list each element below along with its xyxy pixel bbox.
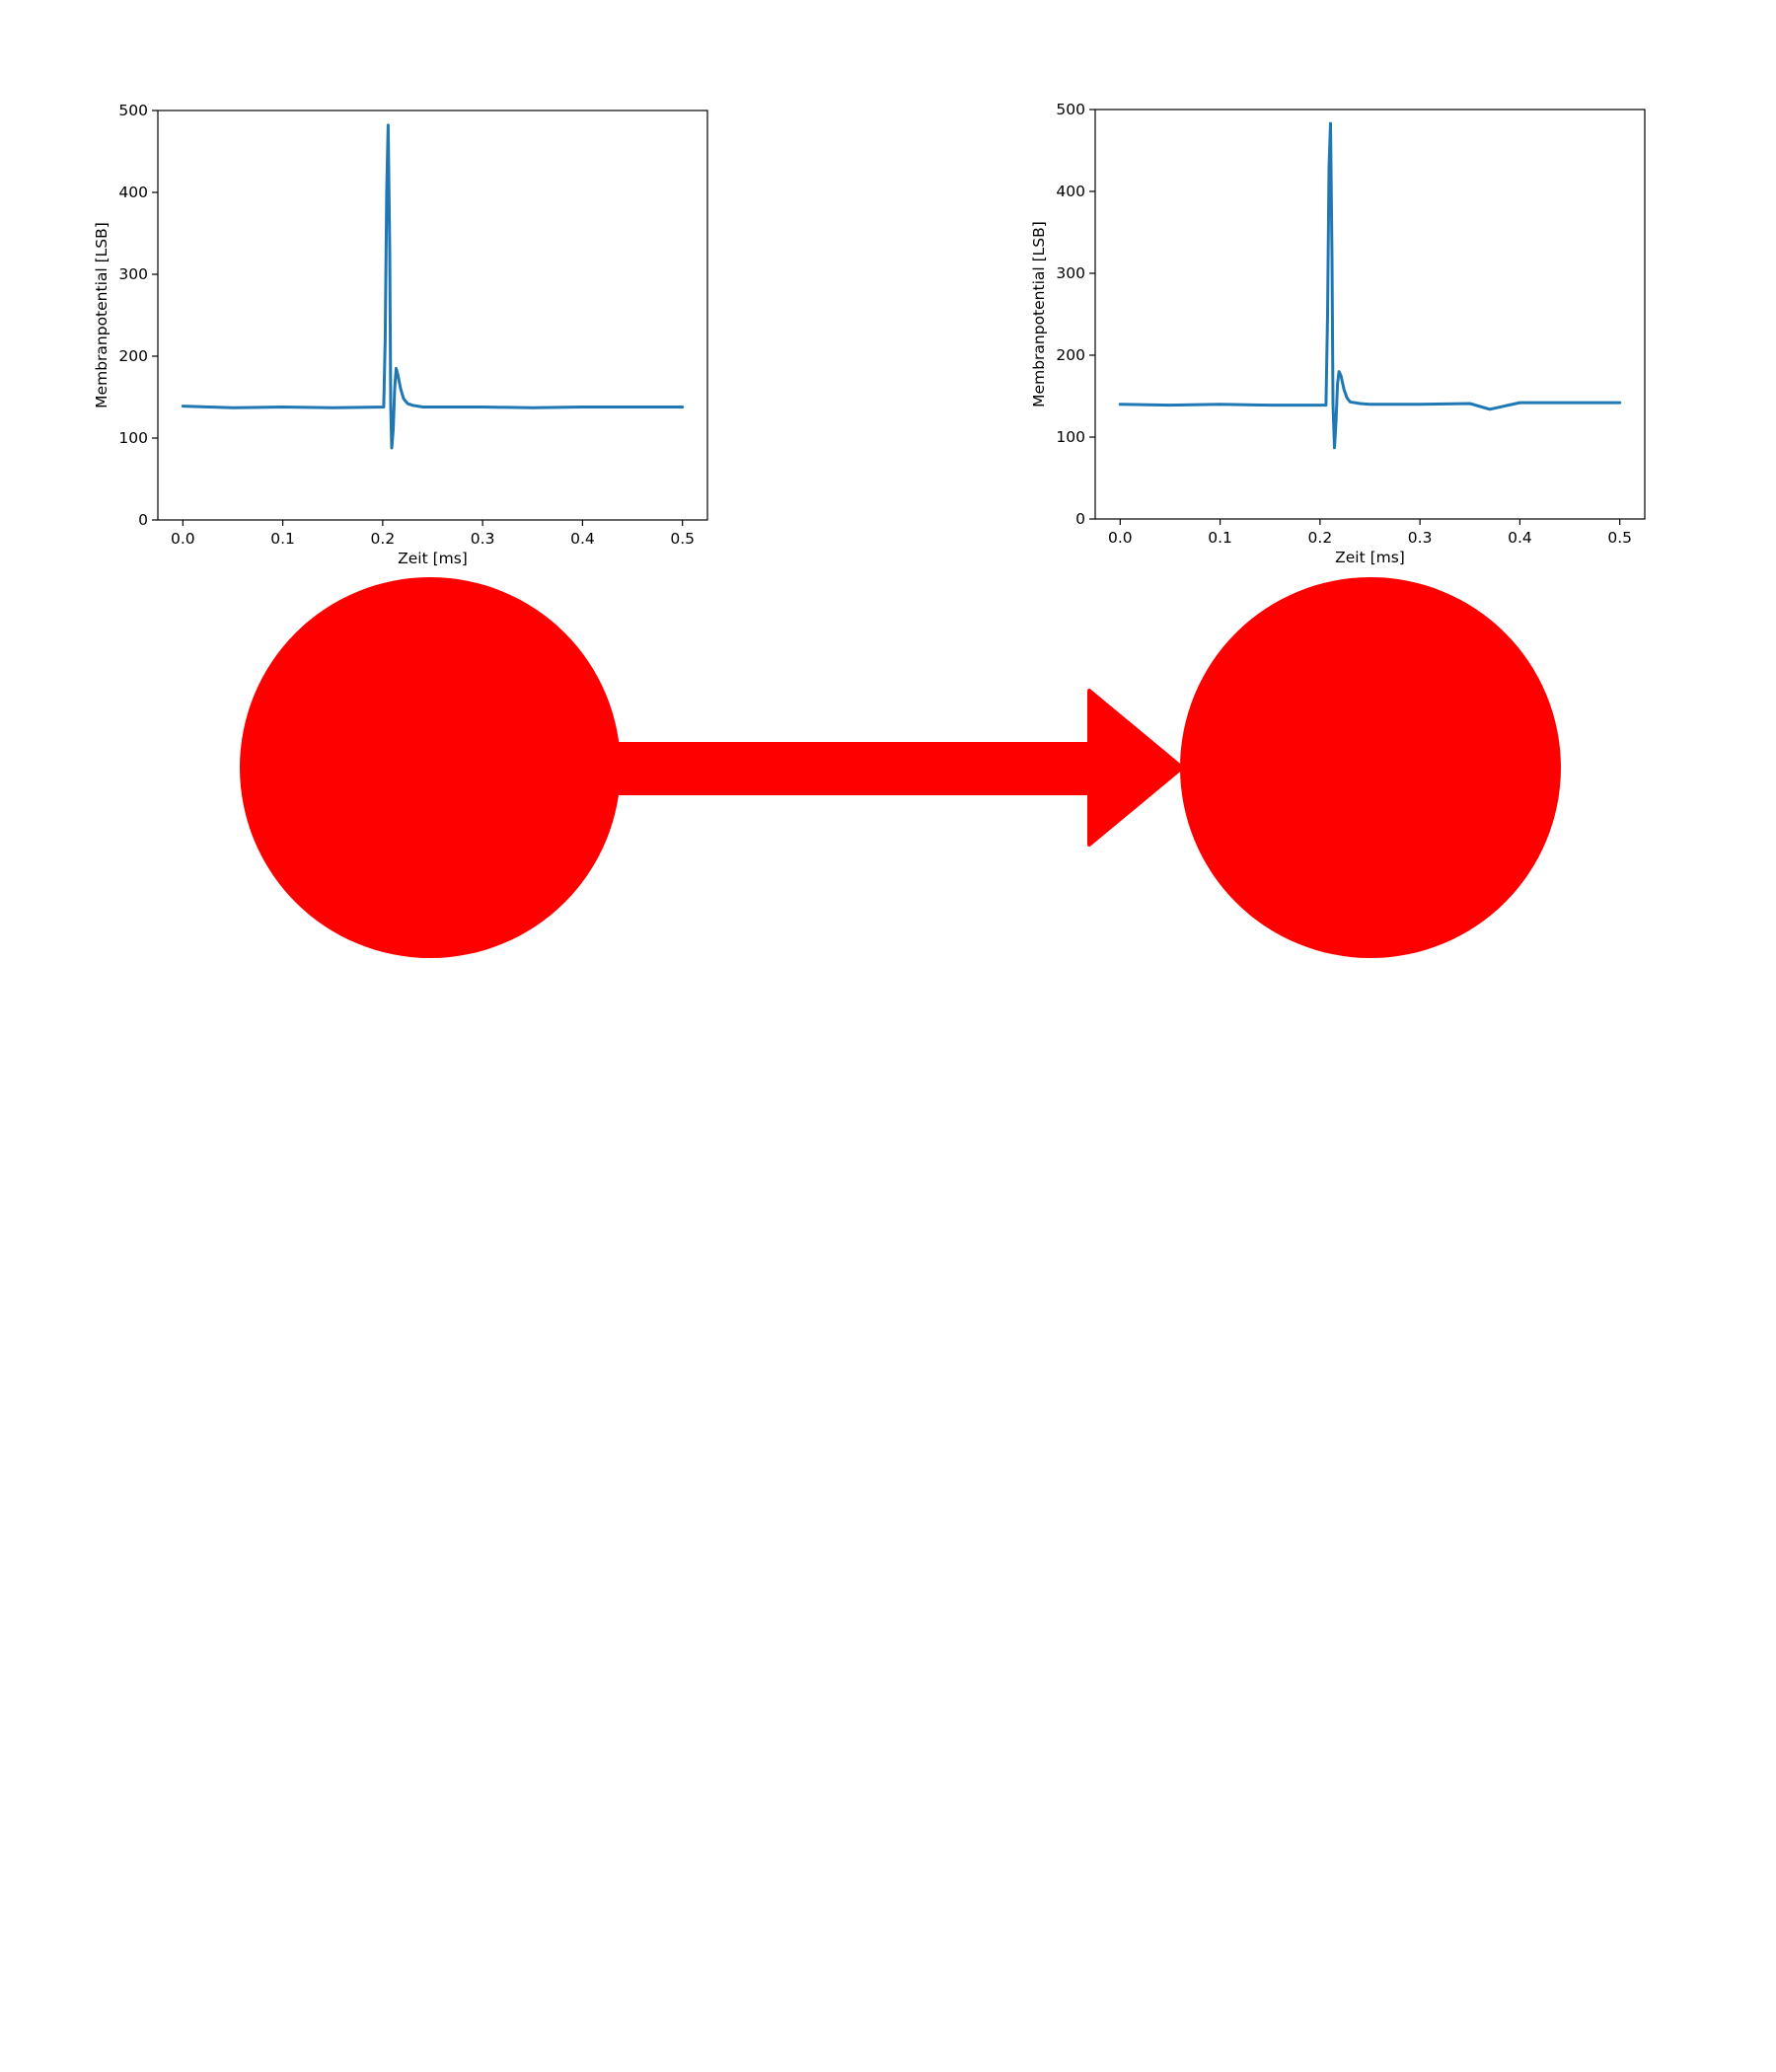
y-tick-label: 200 [1056, 346, 1085, 364]
x-tick-label: 0.2 [1308, 529, 1333, 547]
x-axis-label: Zeit [ms] [398, 550, 468, 567]
x-tick-label: 0.4 [1508, 529, 1532, 547]
x-tick-label: 0.5 [1607, 529, 1632, 547]
connection-arrow-shaft [602, 742, 1097, 795]
connection-arrow-head [1087, 689, 1184, 847]
x-tick-label: 0.3 [471, 530, 495, 548]
y-tick-label: 0 [138, 511, 148, 529]
target-neuron-circle [1180, 577, 1561, 958]
x-tick-label: 0.5 [670, 530, 695, 548]
y-tick-label: 400 [118, 184, 148, 201]
y-tick-label: 100 [1056, 428, 1085, 446]
x-tick-label: 0.2 [371, 530, 396, 548]
y-tick-label: 200 [118, 347, 148, 365]
y-tick-label: 0 [1075, 510, 1085, 528]
x-tick-label: 0.0 [171, 530, 195, 548]
y-axis-label: Membranpotential [LSB] [1030, 221, 1048, 407]
plot-frame [157, 110, 708, 521]
y-tick-label: 500 [118, 102, 148, 119]
y-tick-label: 400 [1056, 183, 1085, 200]
membrane-potential-trace [181, 123, 685, 450]
y-tick-label: 300 [118, 265, 148, 283]
x-tick-label: 0.3 [1408, 529, 1433, 547]
y-tick-label: 500 [1056, 101, 1085, 118]
x-tick-label: 0.1 [1208, 529, 1232, 547]
x-axis-label: Zeit [ms] [1335, 549, 1405, 566]
neuron-connection-diagram [240, 577, 1561, 958]
y-axis-label: Membranpotential [LSB] [93, 222, 111, 408]
plot-frame [1094, 109, 1646, 520]
x-tick-label: 0.0 [1108, 529, 1133, 547]
y-tick-label: 100 [118, 429, 148, 447]
source-neuron-circle [240, 577, 621, 958]
x-tick-label: 0.1 [270, 530, 295, 548]
membrane-potential-trace [1118, 121, 1622, 450]
y-tick-label: 300 [1056, 264, 1085, 282]
x-tick-label: 0.4 [570, 530, 595, 548]
